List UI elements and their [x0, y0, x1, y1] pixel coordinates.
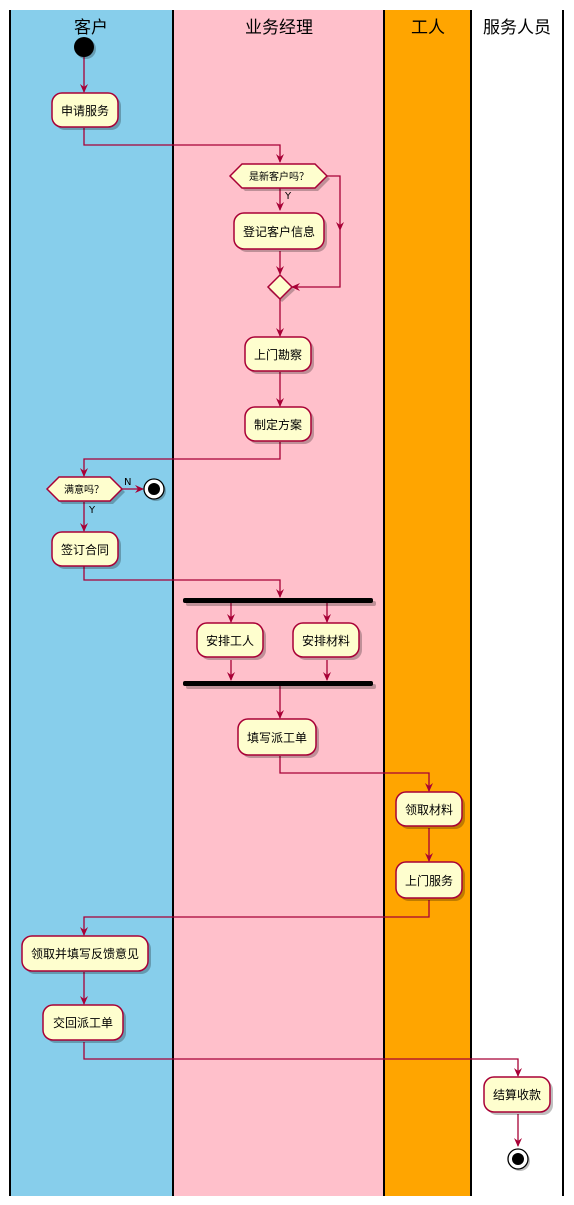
decision-yes-label: Y: [284, 191, 292, 202]
flow-edges: [80, 57, 522, 1147]
activity-label: 安排材料: [302, 633, 350, 648]
join-bar: [183, 681, 376, 689]
activity-settle-payment: 结算收款: [483, 1076, 553, 1115]
activity-label: 上门勘察: [254, 347, 302, 362]
activity-label: 申请服务: [61, 103, 109, 118]
activity-register-info: 登记客户信息: [233, 212, 327, 252]
activity-onsite-service: 上门服务: [395, 861, 465, 901]
merge-diamond: [266, 273, 295, 302]
decision-satisfied: 满意吗？ Y N: [45, 476, 131, 516]
lane-title-customer: 客户: [74, 18, 108, 38]
decision-no-label: N: [124, 477, 131, 488]
activity-fill-dispatch: 填写派工单: [237, 718, 319, 758]
activity-assign-materials: 安排材料: [292, 622, 362, 660]
lane-service-bg: [471, 10, 563, 1196]
fork-bar: [183, 598, 376, 606]
activity-site-survey: 上门勘察: [244, 336, 314, 374]
activity-label: 结算收款: [493, 1087, 541, 1102]
activity-label: 安排工人: [206, 633, 254, 648]
decision-yes-label: Y: [88, 505, 96, 516]
activity-collect-materials: 领取材料: [395, 791, 465, 829]
end-node-unsatisfied: [143, 478, 166, 501]
activity-sign-contract: 签订合同: [51, 531, 121, 569]
lane-separators: [9, 10, 564, 1196]
activity-make-plan: 制定方案: [244, 406, 314, 444]
activity-label: 交回派工单: [53, 1015, 113, 1030]
activity-assign-workers: 安排工人: [196, 622, 266, 660]
activity-label: 填写派工单: [247, 731, 307, 745]
activity-label: 制定方案: [254, 417, 302, 432]
activity-label: 领取材料: [405, 803, 453, 817]
activity-apply-service: 申请服务: [51, 92, 121, 130]
activity-feedback: 领取并填写反馈意见: [21, 935, 151, 974]
end-node-final: [507, 1148, 530, 1171]
lane-title-worker: 工人: [411, 18, 445, 38]
lane-worker-bg: [384, 10, 471, 1196]
lane-title-manager: 业务经理: [245, 18, 313, 38]
activity-return-dispatch: 交回派工单: [42, 1004, 126, 1043]
lane-customer-bg: [10, 10, 173, 1196]
activity-label: 上门服务: [405, 873, 453, 888]
activity-label: 登记客户信息: [243, 224, 315, 239]
activity-label: 签订合同: [61, 542, 109, 557]
decision-new-customer: 是新客户吗？ Y: [228, 163, 330, 202]
decision-question: 满意吗？: [64, 483, 104, 496]
activity-label: 领取并填写反馈意见: [31, 946, 139, 961]
decision-question: 是新客户吗？: [249, 170, 309, 183]
start-node: [74, 37, 96, 59]
lane-title-service: 服务人员: [483, 18, 551, 38]
